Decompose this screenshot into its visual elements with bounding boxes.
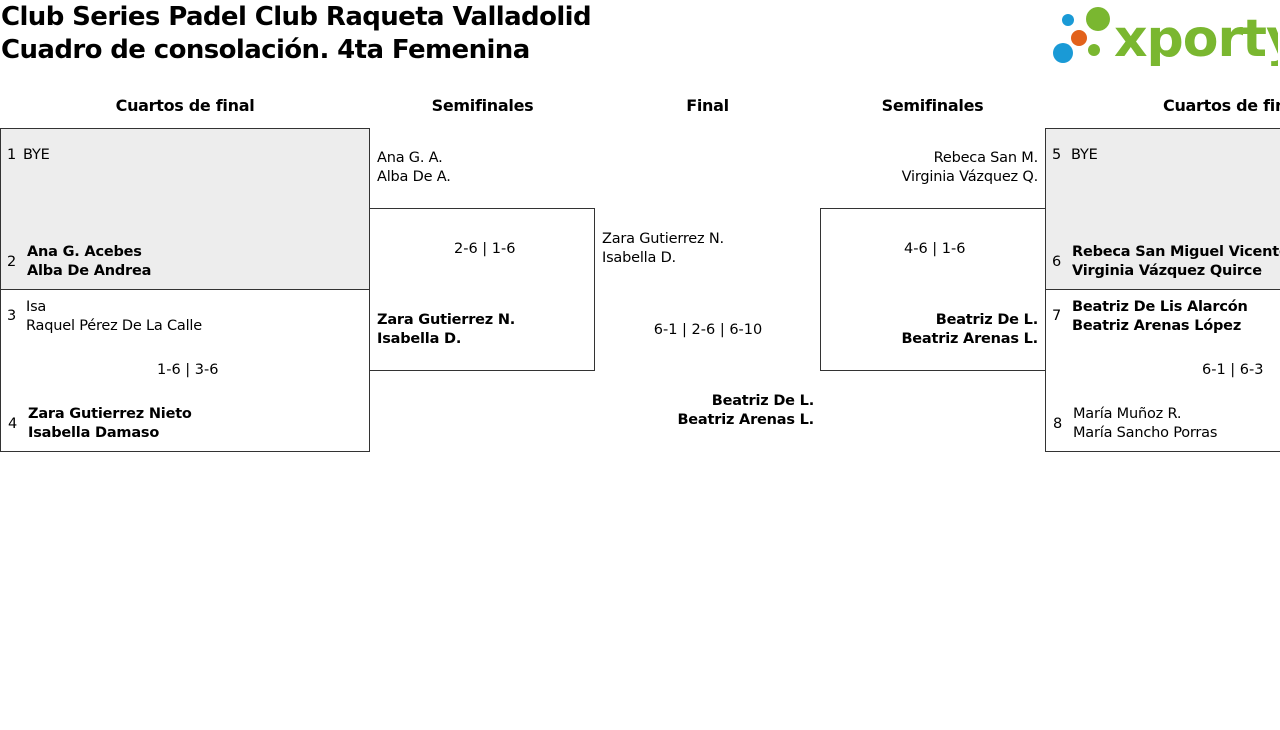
page-title: Club Series Padel Club Raqueta Valladoli… xyxy=(1,2,592,32)
header-left-semis: Semifinales xyxy=(431,96,534,115)
match-score: 2-6 | 1-6 xyxy=(454,241,516,257)
player-name: Isabella D. xyxy=(602,250,676,266)
header-right-quarters: Cuartos de final xyxy=(1163,96,1280,115)
seed-number: 1 xyxy=(7,147,17,163)
seed-number: 4 xyxy=(8,416,18,432)
player-name: Isabella D. xyxy=(377,331,462,347)
player-name: María Sancho Porras xyxy=(1073,425,1218,441)
player-name: Zara Gutierrez N. xyxy=(602,231,724,247)
match-score: 1-6 | 3-6 xyxy=(157,362,219,378)
header-right-semis: Semifinales xyxy=(881,96,984,115)
player-name: Raquel Pérez De La Calle xyxy=(26,318,202,334)
header-final: Final xyxy=(686,96,729,115)
player-name: Isa xyxy=(26,299,47,315)
match-score: 4-6 | 1-6 xyxy=(904,241,966,257)
seed-number: 3 xyxy=(7,308,17,324)
seed-number: 2 xyxy=(7,254,17,270)
right-quarter-match-1 xyxy=(1045,128,1280,290)
player-name: BYE xyxy=(23,147,50,163)
seed-number: 5 xyxy=(1052,147,1062,163)
left-semi-bracket xyxy=(369,208,595,371)
player-name: Alba De A. xyxy=(377,169,451,185)
seed-number: 6 xyxy=(1052,254,1062,270)
page-subtitle: Cuadro de consolación. 4ta Femenina xyxy=(1,35,530,65)
player-name: Beatriz De L. xyxy=(935,312,1038,328)
logo-text: xporty xyxy=(1114,9,1278,66)
player-name: Beatriz De L. xyxy=(711,393,814,409)
left-quarter-match-1 xyxy=(0,128,370,290)
player-name: Zara Gutierrez Nieto xyxy=(28,406,192,422)
player-name: Beatriz Arenas López xyxy=(1072,318,1242,334)
player-name: Isabella Damaso xyxy=(28,425,160,441)
player-name: Ana G. Acebes xyxy=(27,244,142,260)
player-name: María Muñoz R. xyxy=(1073,406,1182,422)
seed-number: 7 xyxy=(1052,308,1062,324)
header-left-quarters: Cuartos de final xyxy=(115,96,255,115)
seed-number: 8 xyxy=(1053,416,1063,432)
player-name: Virginia Vázquez Q. xyxy=(901,169,1039,185)
player-name: Rebeca San M. xyxy=(933,150,1039,166)
player-name: Beatriz De Lis Alarcón xyxy=(1072,299,1248,315)
player-name: Zara Gutierrez N. xyxy=(377,312,516,328)
player-name: Alba De Andrea xyxy=(27,263,152,279)
player-name: Beatriz Arenas L. xyxy=(677,412,814,428)
player-name: Beatriz Arenas L. xyxy=(901,331,1038,347)
player-name: BYE xyxy=(1071,147,1098,163)
match-score: 6-1 | 6-3 xyxy=(1202,362,1264,378)
player-name: Virginia Vázquez Quirce xyxy=(1072,263,1262,279)
match-score: 6-1 | 2-6 | 6-10 xyxy=(653,322,763,338)
right-quarter-match-2 xyxy=(1045,289,1280,452)
xporty-logo: xporty xyxy=(1053,7,1278,66)
player-name: Ana G. A. xyxy=(377,150,443,166)
player-name: Rebeca San Miguel Vicente xyxy=(1072,244,1280,260)
